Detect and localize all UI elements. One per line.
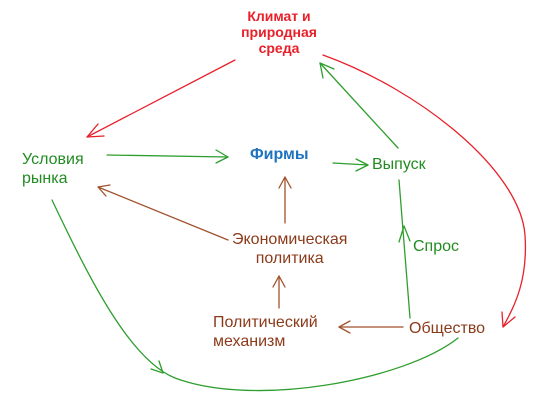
node-market-line-1: Условия bbox=[22, 151, 84, 168]
node-output: Выпуск bbox=[372, 155, 426, 174]
node-firms: Фирмы bbox=[250, 145, 309, 164]
node-society-label: Общество bbox=[409, 320, 486, 337]
node-climate-line-1: Климат и bbox=[247, 8, 311, 24]
node-polmech-line-2: механизм bbox=[213, 333, 286, 350]
edge-climate-to-market bbox=[86, 59, 236, 138]
edge-climate-to-society bbox=[322, 54, 527, 328]
demand-arrowhead bbox=[398, 225, 411, 243]
edge-output-to-climate bbox=[319, 62, 399, 149]
edge-label-demand-text: Спрос bbox=[413, 238, 460, 255]
edge-society-to-polmech bbox=[338, 320, 404, 334]
edge-market-to-firms bbox=[106, 149, 229, 164]
edge-policy-to-market bbox=[97, 184, 229, 241]
node-firms-label: Фирмы bbox=[250, 146, 309, 163]
node-climate-line-2: природная bbox=[241, 24, 317, 40]
edge-label-demand: Спрос bbox=[413, 237, 459, 256]
edge-market-to-society-curve bbox=[51, 199, 459, 392]
node-climate: Климат и природная среда bbox=[225, 8, 333, 56]
edge-society-to-output bbox=[398, 179, 411, 319]
node-output-label: Выпуск bbox=[372, 156, 426, 173]
node-economic-policy: Экономическая политика bbox=[232, 230, 347, 268]
node-market-conditions: Условия рынка bbox=[22, 150, 84, 188]
node-polmech-line-1: Политический bbox=[213, 314, 318, 331]
node-policy-line-2: политика bbox=[255, 250, 324, 267]
node-society: Общество bbox=[409, 319, 485, 338]
edge-firms-to-output bbox=[332, 158, 369, 172]
edge-policy-to-firms bbox=[278, 176, 292, 224]
edge-polmech-to-policy bbox=[272, 275, 286, 309]
node-climate-line-3: среда bbox=[258, 40, 300, 56]
node-market-line-2: рынка bbox=[22, 170, 68, 187]
node-political-mechanism: Политический механизм bbox=[213, 313, 318, 351]
node-policy-line-1: Экономическая bbox=[232, 231, 348, 248]
